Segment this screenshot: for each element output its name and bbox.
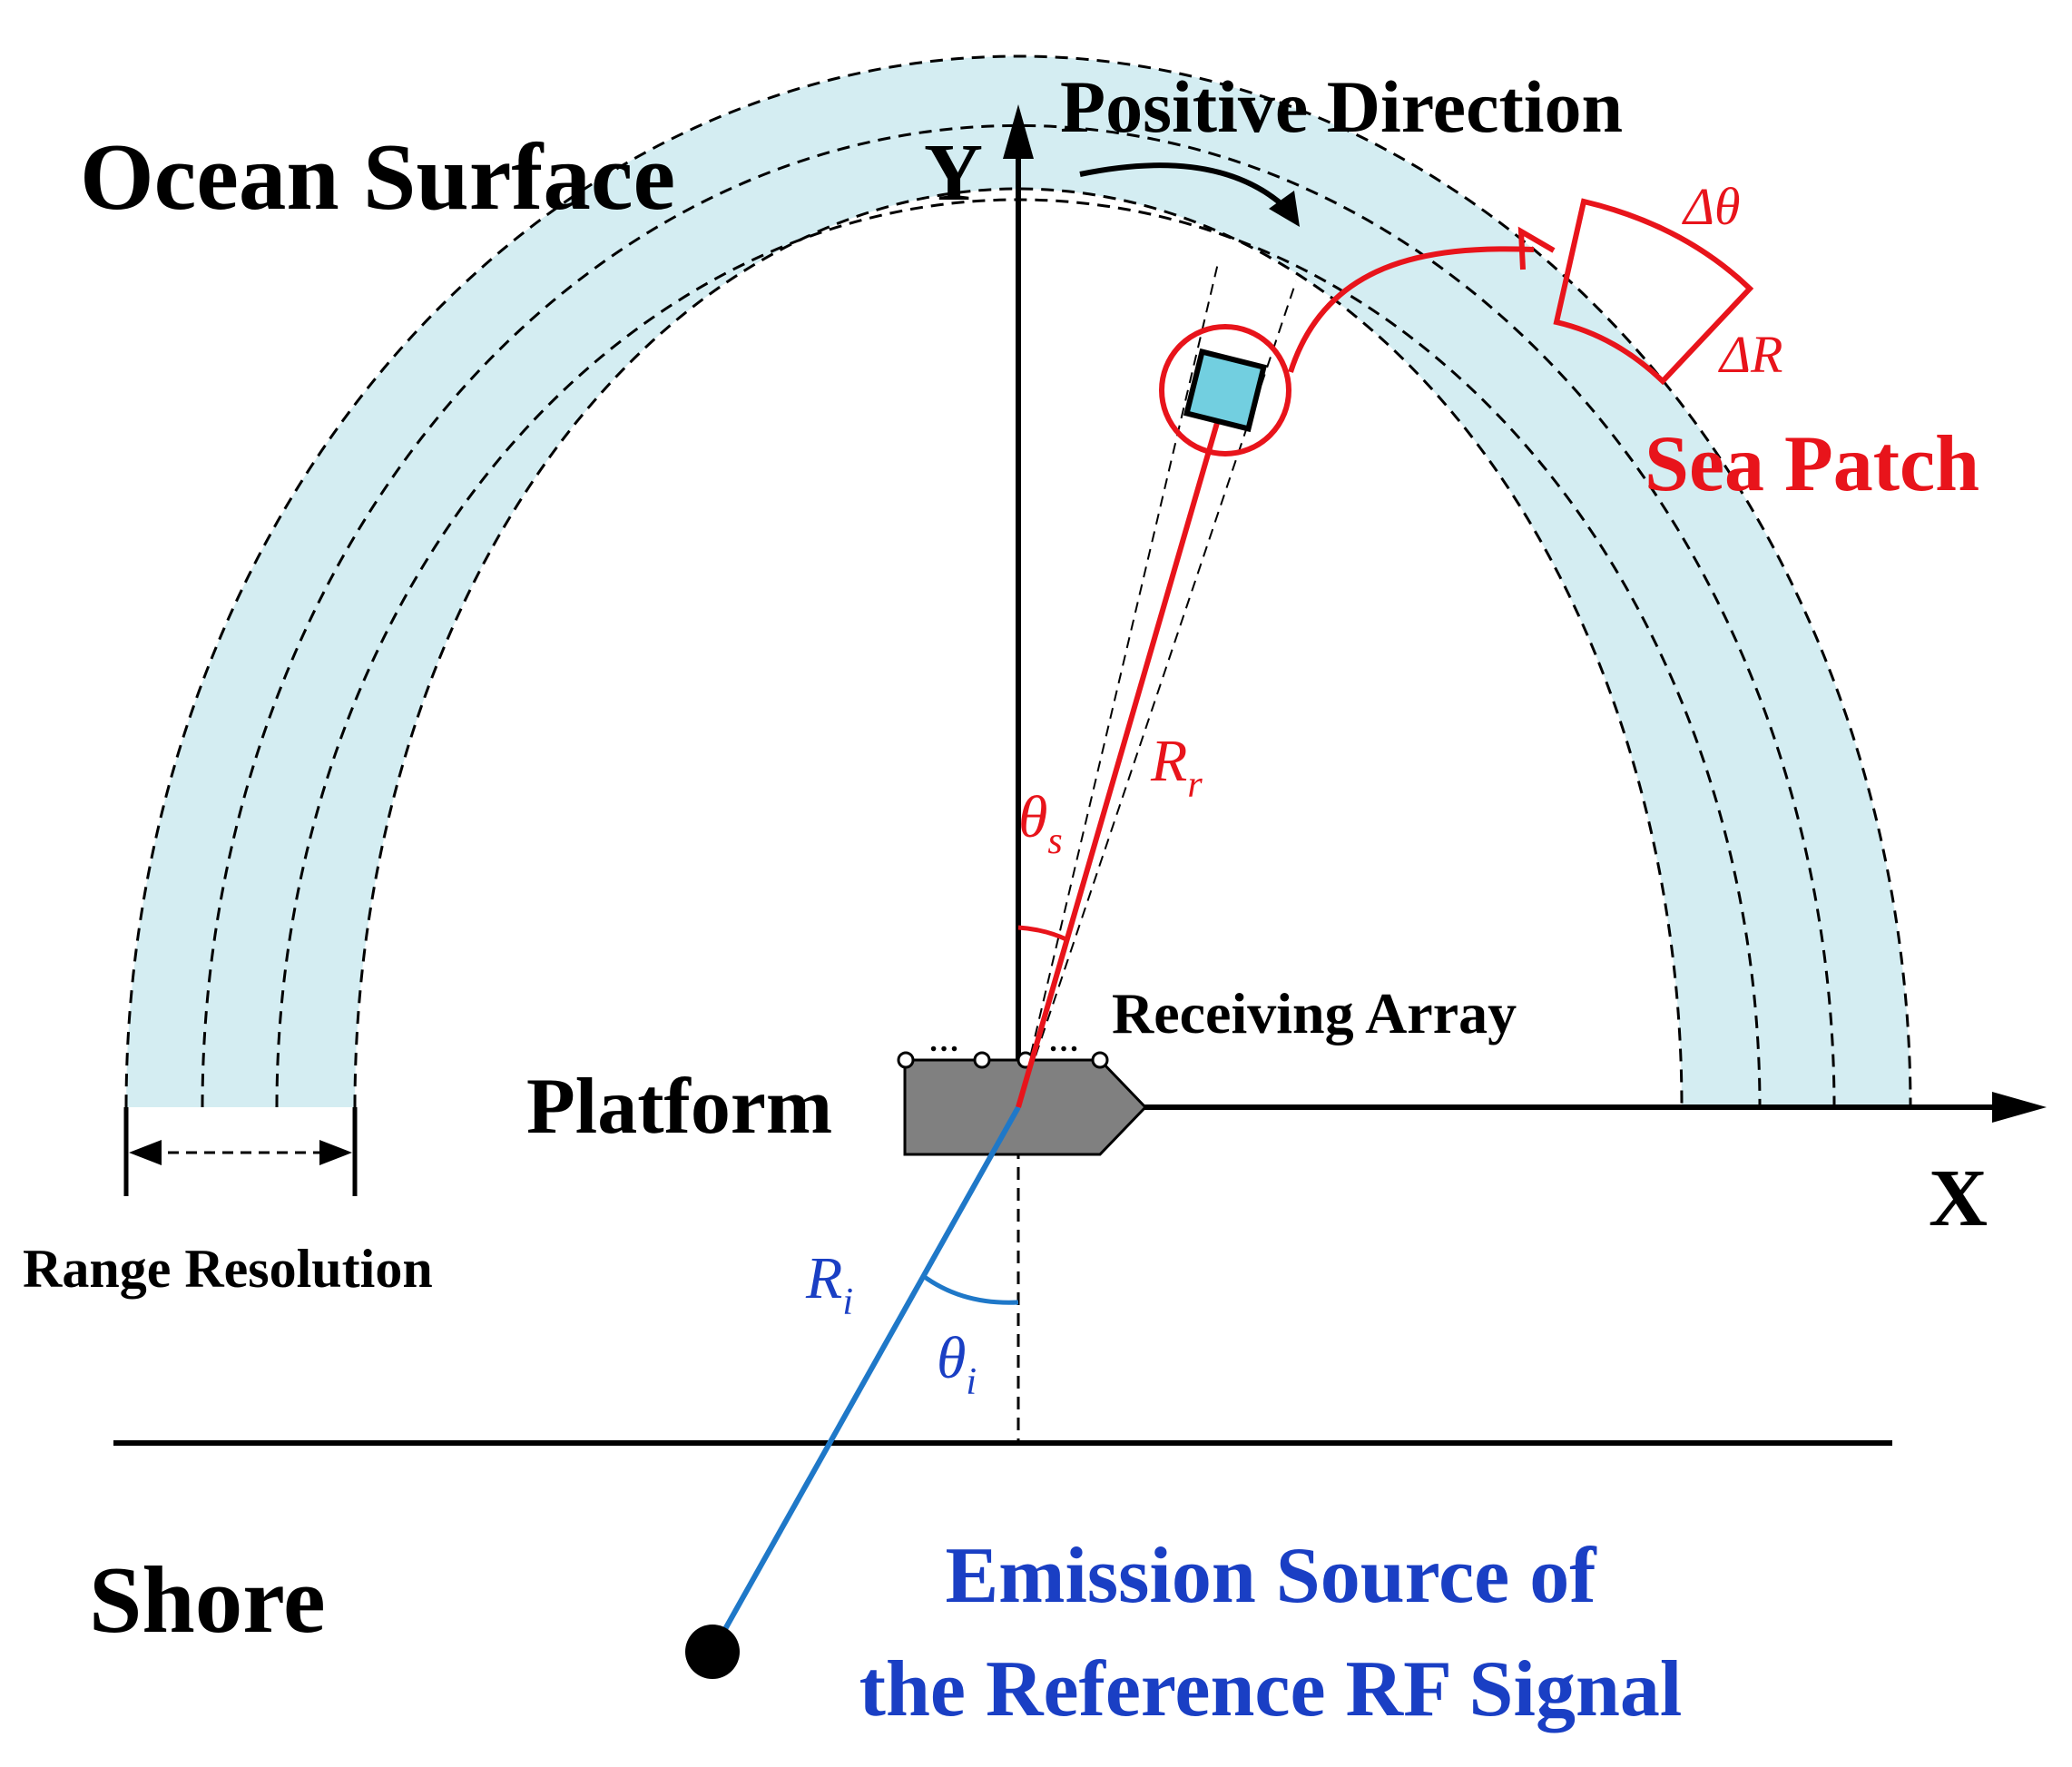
delta-r-label: ΔR	[1718, 325, 1782, 384]
range-resolution-arrowhead-left	[129, 1140, 162, 1165]
range-band	[126, 56, 1910, 1107]
emission-source-label-line1: Emission Source of	[945, 1532, 1597, 1620]
x-axis-arrowhead	[1992, 1092, 2047, 1123]
r-r-symbol: Rr	[1150, 728, 1203, 806]
sea-patch-label: Sea Patch	[1645, 420, 1979, 508]
x-axis-label: X	[1929, 1153, 1988, 1243]
array-ellipsis-left: …	[928, 1025, 959, 1058]
sea-patch-callout-arrow	[1288, 246, 1535, 373]
array-element	[897, 1051, 915, 1069]
ocean-surface-label: Ocean Surface	[80, 123, 675, 230]
delta-theta-label: Δθ	[1682, 177, 1741, 236]
sea-patch-cell	[1183, 348, 1268, 433]
theta-s-symbol: θs	[1018, 784, 1063, 862]
emission-source-dot	[685, 1625, 740, 1679]
shore-label: Shore	[89, 1546, 326, 1653]
emission-source-label-line2: the Reference RF Signal	[859, 1645, 1683, 1733]
range-resolution-label: Range Resolution	[23, 1239, 433, 1299]
positive-direction-arrow	[1079, 162, 1291, 213]
sea-patch-highlight-circle	[1159, 324, 1291, 456]
theta-s-angle-arc	[1017, 925, 1070, 943]
y-axis-arrowhead	[1003, 104, 1034, 159]
positive-direction-label: Positive Direction	[1060, 65, 1623, 148]
array-element	[973, 1051, 991, 1069]
y-axis-label: Y	[924, 128, 983, 218]
positive-direction-arrowhead	[1269, 191, 1300, 227]
range-arc-2	[201, 123, 1836, 1108]
sea-patch-square	[1183, 348, 1268, 433]
platform-body	[903, 1058, 1148, 1156]
range-arc-1	[124, 54, 1912, 1108]
theta-i-symbol: θi	[937, 1325, 977, 1403]
sea-patch-enlarged-cell	[1553, 198, 1754, 386]
range-resolution-arrowhead-right	[319, 1140, 352, 1165]
incident-path-line	[710, 1105, 1021, 1654]
array-ellipsis-right: …	[1048, 1025, 1079, 1058]
r-i-symbol: Ri	[805, 1245, 853, 1323]
scattered-path-line	[1016, 394, 1228, 1108]
platform-label: Platform	[526, 1063, 832, 1151]
receiving-array-label: Receiving Array	[1112, 981, 1517, 1045]
sea-patch-callout-arrowhead	[1517, 226, 1556, 270]
theta-i-angle-arc	[920, 1272, 1019, 1305]
array-element	[1091, 1051, 1109, 1069]
